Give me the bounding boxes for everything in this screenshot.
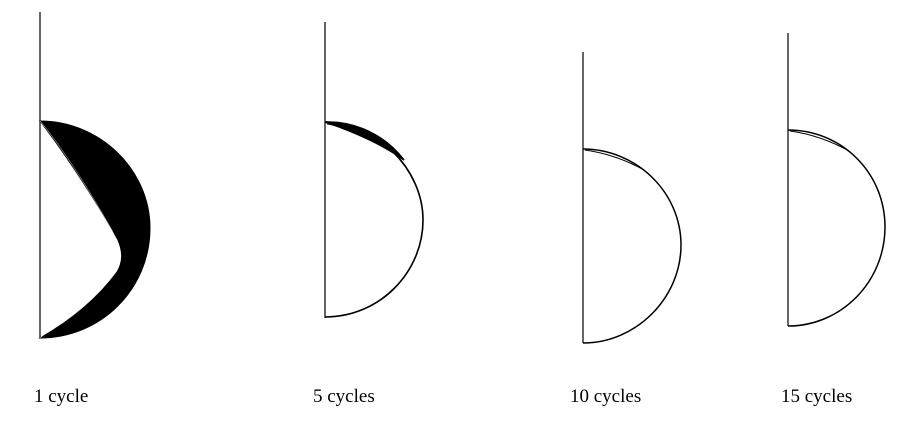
panel-3-curve bbox=[582, 148, 682, 344]
panel-1-trace bbox=[39, 120, 118, 339]
panel-1-cycle bbox=[38, 12, 151, 339]
panel-1-band bbox=[38, 120, 151, 339]
panel-5-cycles bbox=[324, 22, 424, 318]
panel-10-cycles bbox=[582, 52, 682, 344]
caption-15-cycles: 15 cycles bbox=[781, 386, 853, 407]
panel-4-curve bbox=[787, 129, 886, 327]
caption-1-cycle: 1 cycle bbox=[34, 386, 89, 407]
panel-2-trace bbox=[326, 123, 401, 159]
panel-15-cycles bbox=[787, 33, 886, 327]
caption-10-cycles: 10 cycles bbox=[570, 386, 642, 407]
panel-3-trace bbox=[584, 149, 645, 171]
panel-2-curve bbox=[324, 121, 424, 318]
panel-4-trace bbox=[789, 130, 850, 152]
panel-2-wedge bbox=[324, 121, 405, 161]
caption-5-cycles: 5 cycles bbox=[313, 386, 375, 407]
